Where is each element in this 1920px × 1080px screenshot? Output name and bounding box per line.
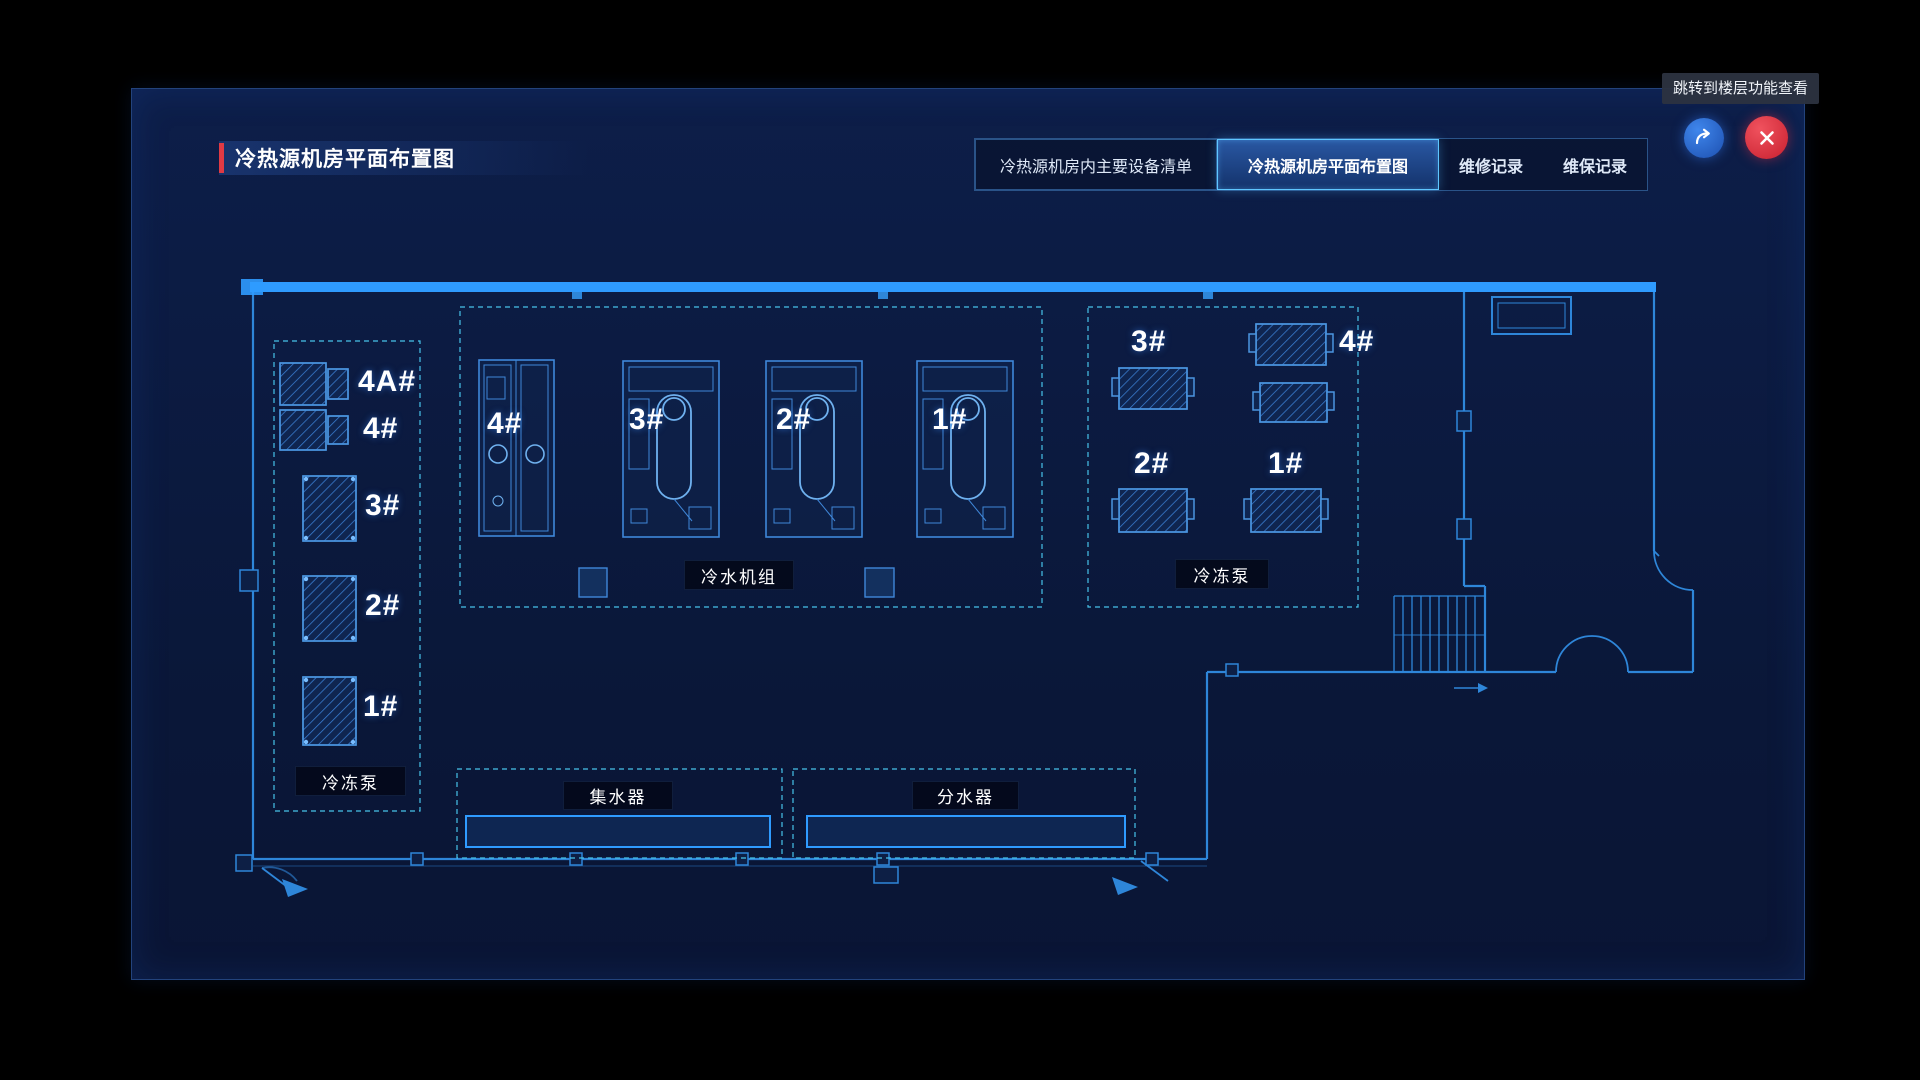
- distributor-tank: [806, 815, 1126, 848]
- title-accent-bar: [219, 143, 224, 173]
- top-wall: [241, 279, 1656, 299]
- close-button[interactable]: [1745, 116, 1788, 159]
- jump-button[interactable]: [1684, 118, 1724, 158]
- group-outlines: [273, 306, 1359, 859]
- left-pump-corner-dots: [303, 476, 356, 745]
- floor-jump-tooltip: 跳转到楼层功能查看: [1662, 73, 1820, 104]
- chiller-pads: [578, 567, 895, 598]
- chiller-2: [765, 360, 863, 538]
- tab-maintenance-records[interactable]: 维保记录: [1563, 158, 1628, 176]
- jump-arrow-icon: [1695, 128, 1710, 145]
- chiller-1: [916, 360, 1014, 538]
- tab-equipment-list[interactable]: 冷热源机房内主要设备清单: [975, 139, 1218, 190]
- stairs: [1393, 595, 1484, 672]
- close-icon: [1759, 130, 1774, 145]
- tab-floor-plan[interactable]: 冷热源机房平面布置图: [1217, 139, 1440, 190]
- wall-fixtures: [235, 410, 1472, 884]
- page-title-text: 冷热源机房平面布置图: [235, 148, 455, 171]
- chiller-3: [622, 360, 720, 538]
- machine-room-panel: 冷热源机房平面布置图 冷热源机房内主要设备清单 冷热源机房平面布置图 维修记录 …: [131, 88, 1805, 980]
- chiller-units: [478, 359, 1014, 538]
- tab-bar: 冷热源机房内主要设备清单 冷热源机房平面布置图 维修记录 维保记录: [974, 138, 1649, 191]
- chiller-4: [478, 359, 555, 537]
- page-title: 冷热源机房平面布置图: [219, 141, 589, 175]
- left-pump-units: [279, 362, 357, 746]
- detail-arrows: [282, 683, 1488, 897]
- floorplan-drawing: [235, 279, 1695, 897]
- tab-repair-records[interactable]: 维修记录: [1459, 158, 1524, 176]
- collector-tank: [465, 815, 771, 848]
- window: [1491, 296, 1572, 335]
- right-pump-units: [1111, 323, 1335, 533]
